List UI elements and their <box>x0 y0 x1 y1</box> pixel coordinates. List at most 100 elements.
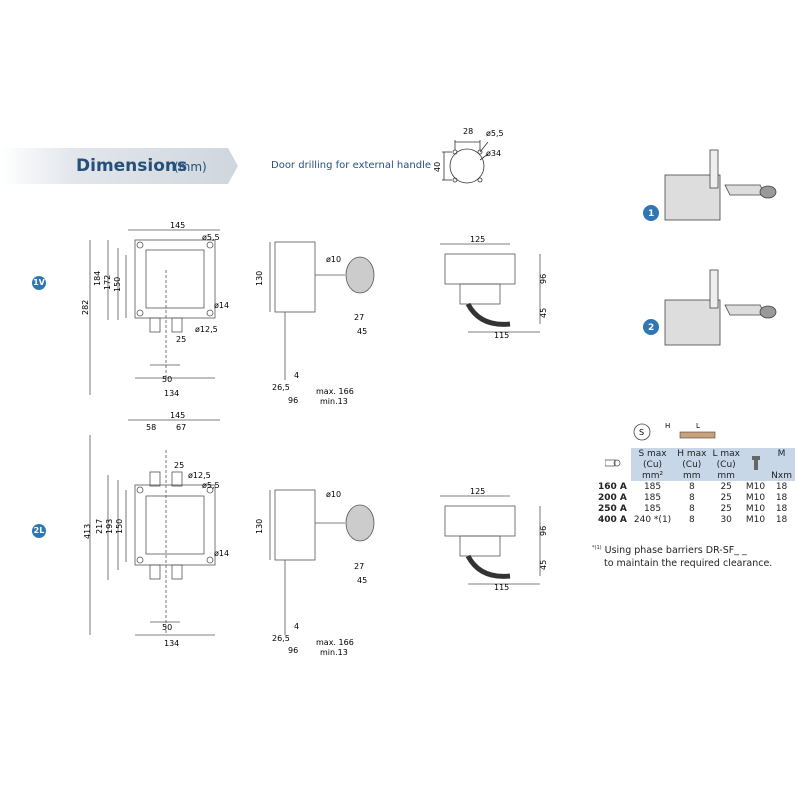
door-h: 40 <box>433 162 442 172</box>
table-row: 200 A 185 8 25 M10 18 <box>595 492 795 503</box>
bolt-icon <box>751 456 760 470</box>
h-icon-label: H <box>665 422 670 430</box>
table-row: 400 A 240 *(1) 8 30 M10 18 <box>595 514 795 525</box>
row-h: 8 <box>688 481 695 492</box>
row2-s-min: min.13 <box>320 648 348 657</box>
row2-w1: 145 <box>170 411 185 420</box>
row2-bolt: ø14 <box>214 549 229 558</box>
row-m: 18 <box>775 492 788 503</box>
row2-s-max: max. 166 <box>316 638 354 647</box>
row-l: 25 <box>720 503 732 514</box>
row1-t-w: 125 <box>470 235 485 244</box>
row2-s-45: 45 <box>357 576 367 585</box>
lug-icon <box>604 459 621 467</box>
row1-s-45: 45 <box>357 327 367 336</box>
row2-h-total: 413 <box>83 524 92 539</box>
header-s-top: S max <box>630 448 675 459</box>
s-icon <box>633 423 651 441</box>
row-bolt: M10 <box>745 481 766 492</box>
row1-term: ø12,5 <box>195 325 218 334</box>
row1-hole: ø5,5 <box>202 233 220 242</box>
row-bolt: M10 <box>745 514 766 525</box>
door-w: 28 <box>463 127 473 136</box>
row1-t1: 25 <box>176 335 186 344</box>
row1-s-27: 27 <box>354 313 364 322</box>
step-badge-2 <box>643 319 659 335</box>
row1-t-b: 115 <box>494 331 509 340</box>
row1-s-4: 4 <box>294 371 299 380</box>
table-icon-row: S H L <box>633 422 716 441</box>
row1-s-hole: ø10 <box>326 255 341 264</box>
row-m: 18 <box>775 503 788 514</box>
row2-h3: 193 <box>105 519 114 534</box>
header-m-top: M <box>768 448 795 459</box>
row-h: 8 <box>688 514 695 525</box>
header-l-top: L max <box>709 448 743 459</box>
mounting-illustrations: 1 2 <box>643 149 777 346</box>
table-row: 250 A 185 8 25 M10 18 <box>595 503 795 514</box>
row-amp: 250 A <box>598 503 627 514</box>
l-icon-label: L <box>696 422 700 430</box>
header-l-unit: mm <box>709 470 743 481</box>
row1-h4: 150 <box>113 277 122 292</box>
row-s: 185 <box>643 481 662 492</box>
header-h-unit: mm <box>674 470 710 481</box>
table-row: 160 A 185 8 25 M10 18 <box>595 481 795 492</box>
row1-s-96: 96 <box>288 396 298 405</box>
row2-b1: 50 <box>162 623 172 632</box>
row1-s-max: max. 166 <box>316 387 354 396</box>
row1-b1: 50 <box>162 375 172 384</box>
row1-w1: 145 <box>170 221 185 230</box>
row2-t-b: 115 <box>494 583 509 592</box>
row-h: 8 <box>688 492 695 503</box>
footnote-mark: *(1) <box>592 545 602 551</box>
header-h-top: H max <box>674 448 710 459</box>
header-m-unit: Nxm <box>768 470 795 481</box>
top-view-2l: 125 96 45 115 <box>440 487 548 592</box>
row2-t-w: 125 <box>470 487 485 496</box>
page-title: Dimensions <box>76 156 188 176</box>
door-drilling-label: Door drilling for external handle <box>271 160 431 171</box>
side-view-2l: 130 ø10 27 45 4 26,5 96 max. 166 min.13 <box>255 489 375 657</box>
footnote: *(1) Using phase barriers DR-SF_ _ to ma… <box>592 542 772 570</box>
row1-b2: 134 <box>164 389 179 398</box>
door-hole: ø5,5 <box>486 129 504 138</box>
row-amp: 200 A <box>598 492 627 503</box>
section-banner <box>0 148 238 184</box>
row-s: 185 <box>643 503 662 514</box>
s-icon-label: S <box>639 428 644 437</box>
row-s: 185 <box>643 492 662 503</box>
door-bore: ø34 <box>486 149 501 158</box>
door-drilling-diagram: 28 40 ø5,5 ø34 <box>433 127 504 184</box>
step-badge-1-label: 1 <box>648 209 654 219</box>
header-corner <box>595 448 631 459</box>
row-badge-1v: 1V <box>32 276 46 290</box>
row-s: 240 *(1) <box>633 514 672 525</box>
row1-h3: 172 <box>103 275 112 290</box>
header-m-mid <box>768 459 795 470</box>
row1-t-h1: 96 <box>539 274 548 284</box>
row2-b2: 134 <box>164 639 179 648</box>
row2-w3: 67 <box>176 423 186 432</box>
page-title-unit: (mm) <box>174 160 207 174</box>
header-h-mid: (Cu) <box>674 459 710 470</box>
row-l: 30 <box>720 514 732 525</box>
row2-s-4: 4 <box>294 622 299 631</box>
front-view-1v: 145 282 184 172 150 ø5,5 ø14 ø12,5 25 50… <box>81 221 229 398</box>
row2-s-h: 130 <box>255 519 264 534</box>
row2-s-265: 26,5 <box>272 634 290 643</box>
row2-s-27: 27 <box>354 562 364 571</box>
front-view-2l: 145 58 67 413 217 193 150 ø5,5 ø14 ø12,5… <box>83 411 229 648</box>
row-bolt: M10 <box>745 492 766 503</box>
row1-t-h2: 45 <box>539 308 548 318</box>
row2-s-96: 96 <box>288 646 298 655</box>
header-s-unit: mm² <box>630 470 675 481</box>
header-s-mid: (Cu) <box>630 459 675 470</box>
header-bolt <box>742 448 769 481</box>
row2-w2: 58 <box>146 423 156 432</box>
spec-table: S max H max L max M (Cu) (Cu) (Cu) mm² m… <box>595 448 795 525</box>
row2-term: ø12,5 <box>188 471 211 480</box>
step-badge-2-label: 2 <box>648 323 654 333</box>
row2-h2: 217 <box>95 519 104 534</box>
row-l: 25 <box>720 481 732 492</box>
